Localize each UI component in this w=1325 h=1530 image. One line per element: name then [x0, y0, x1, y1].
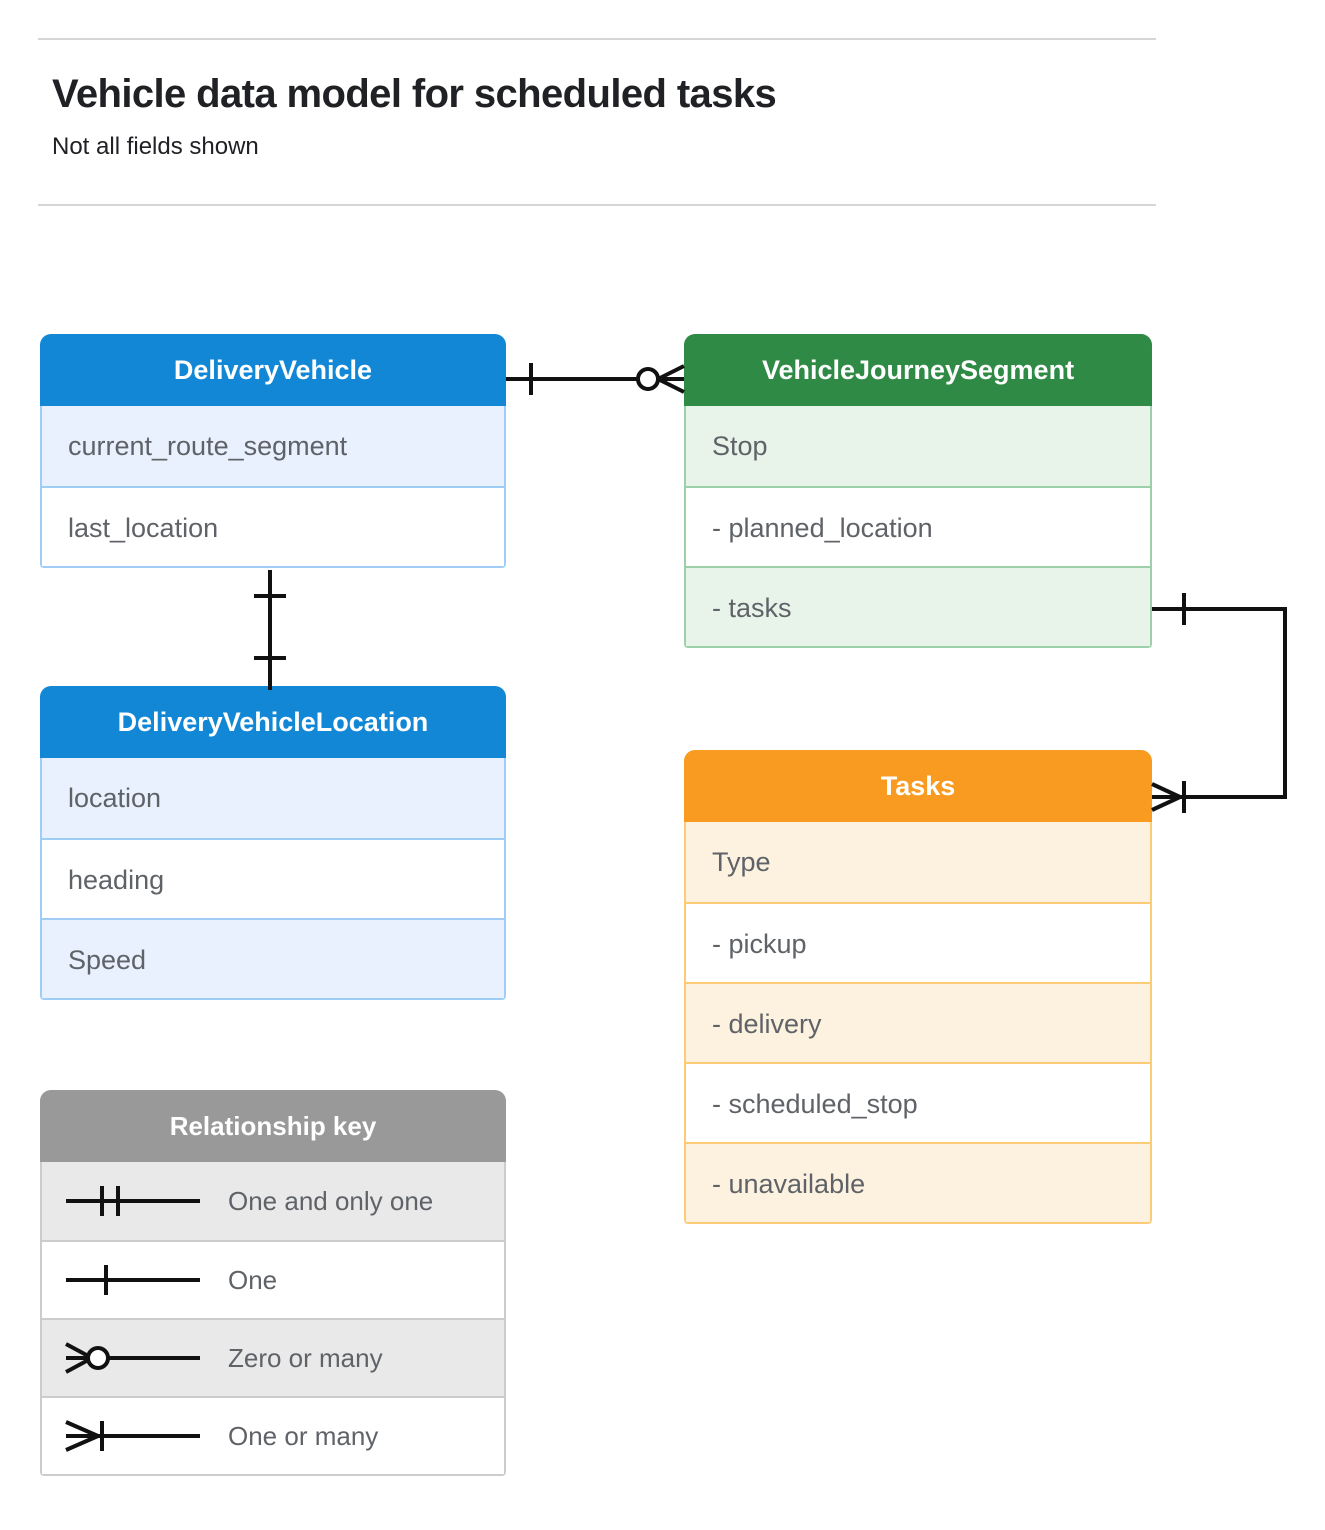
- entity-delivery-vehicle-location[interactable]: DeliveryVehicleLocation location heading…: [40, 686, 506, 1000]
- field-row: Speed: [42, 918, 504, 998]
- entity-delivery-vehicle-location-fields: location heading Speed: [40, 758, 506, 1000]
- legend-item-one: One: [42, 1240, 504, 1318]
- legend-item-label: One: [228, 1265, 278, 1295]
- entity-delivery-vehicle-fields: current_route_segment last_location: [40, 406, 506, 568]
- field-row: - planned_location: [686, 486, 1150, 566]
- field-row: - delivery: [686, 982, 1150, 1062]
- legend-item-label: One and only one: [228, 1186, 434, 1216]
- entity-delivery-vehicle-location-title: DeliveryVehicleLocation: [40, 686, 506, 758]
- relationship-key-rows: One and only one One Zero: [40, 1162, 506, 1476]
- field-row: current_route_segment: [42, 406, 504, 486]
- legend-item-label: One or many: [228, 1421, 379, 1451]
- legend-item-zero-or-many: Zero or many: [42, 1318, 504, 1396]
- field-row: Type: [686, 822, 1150, 902]
- one-and-only-one-symbol: [58, 1181, 208, 1221]
- entity-tasks-fields: Type - pickup - delivery - scheduled_sto…: [684, 822, 1152, 1224]
- entity-delivery-vehicle-title: DeliveryVehicle: [40, 334, 506, 406]
- header-divider-bottom: [38, 204, 1156, 206]
- connector-deliveryvehicle-deliveryvehiclelocation: [254, 570, 286, 690]
- entity-delivery-vehicle[interactable]: DeliveryVehicle current_route_segment la…: [40, 334, 506, 568]
- legend-item-one-or-many: One or many: [42, 1396, 504, 1474]
- entity-vehicle-journey-segment[interactable]: VehicleJourneySegment Stop - planned_loc…: [684, 334, 1152, 648]
- one-symbol: [58, 1260, 208, 1300]
- entity-tasks-title: Tasks: [684, 750, 1152, 822]
- zero-or-many-symbol: [58, 1338, 208, 1378]
- page-title: Vehicle data model for scheduled tasks: [52, 72, 777, 116]
- page-subtitle: Not all fields shown: [52, 133, 259, 160]
- field-row: Stop: [686, 406, 1150, 486]
- legend-item-label: Zero or many: [228, 1343, 383, 1373]
- field-row: - scheduled_stop: [686, 1062, 1150, 1142]
- legend-item-one-and-only-one: One and only one: [42, 1162, 504, 1240]
- field-row: heading: [42, 838, 504, 918]
- connector-vehiclejourneysegment-tasks: [1151, 593, 1287, 813]
- relationship-key-title: Relationship key: [40, 1090, 506, 1162]
- entity-tasks[interactable]: Tasks Type - pickup - delivery - schedul…: [684, 750, 1152, 1224]
- field-row: - tasks: [686, 566, 1150, 646]
- one-or-many-symbol: [58, 1416, 208, 1456]
- field-row: - pickup: [686, 902, 1150, 982]
- field-row: - unavailable: [686, 1142, 1150, 1222]
- entity-vehicle-journey-segment-title: VehicleJourneySegment: [684, 334, 1152, 406]
- field-row: last_location: [42, 486, 504, 566]
- connector-deliveryvehicle-vehiclejourneysegment: [506, 363, 685, 395]
- relationship-key-legend[interactable]: Relationship key One and only one One: [40, 1090, 506, 1476]
- entity-vehicle-journey-segment-fields: Stop - planned_location - tasks: [684, 406, 1152, 648]
- field-row: location: [42, 758, 504, 838]
- header-divider-top: [38, 38, 1156, 40]
